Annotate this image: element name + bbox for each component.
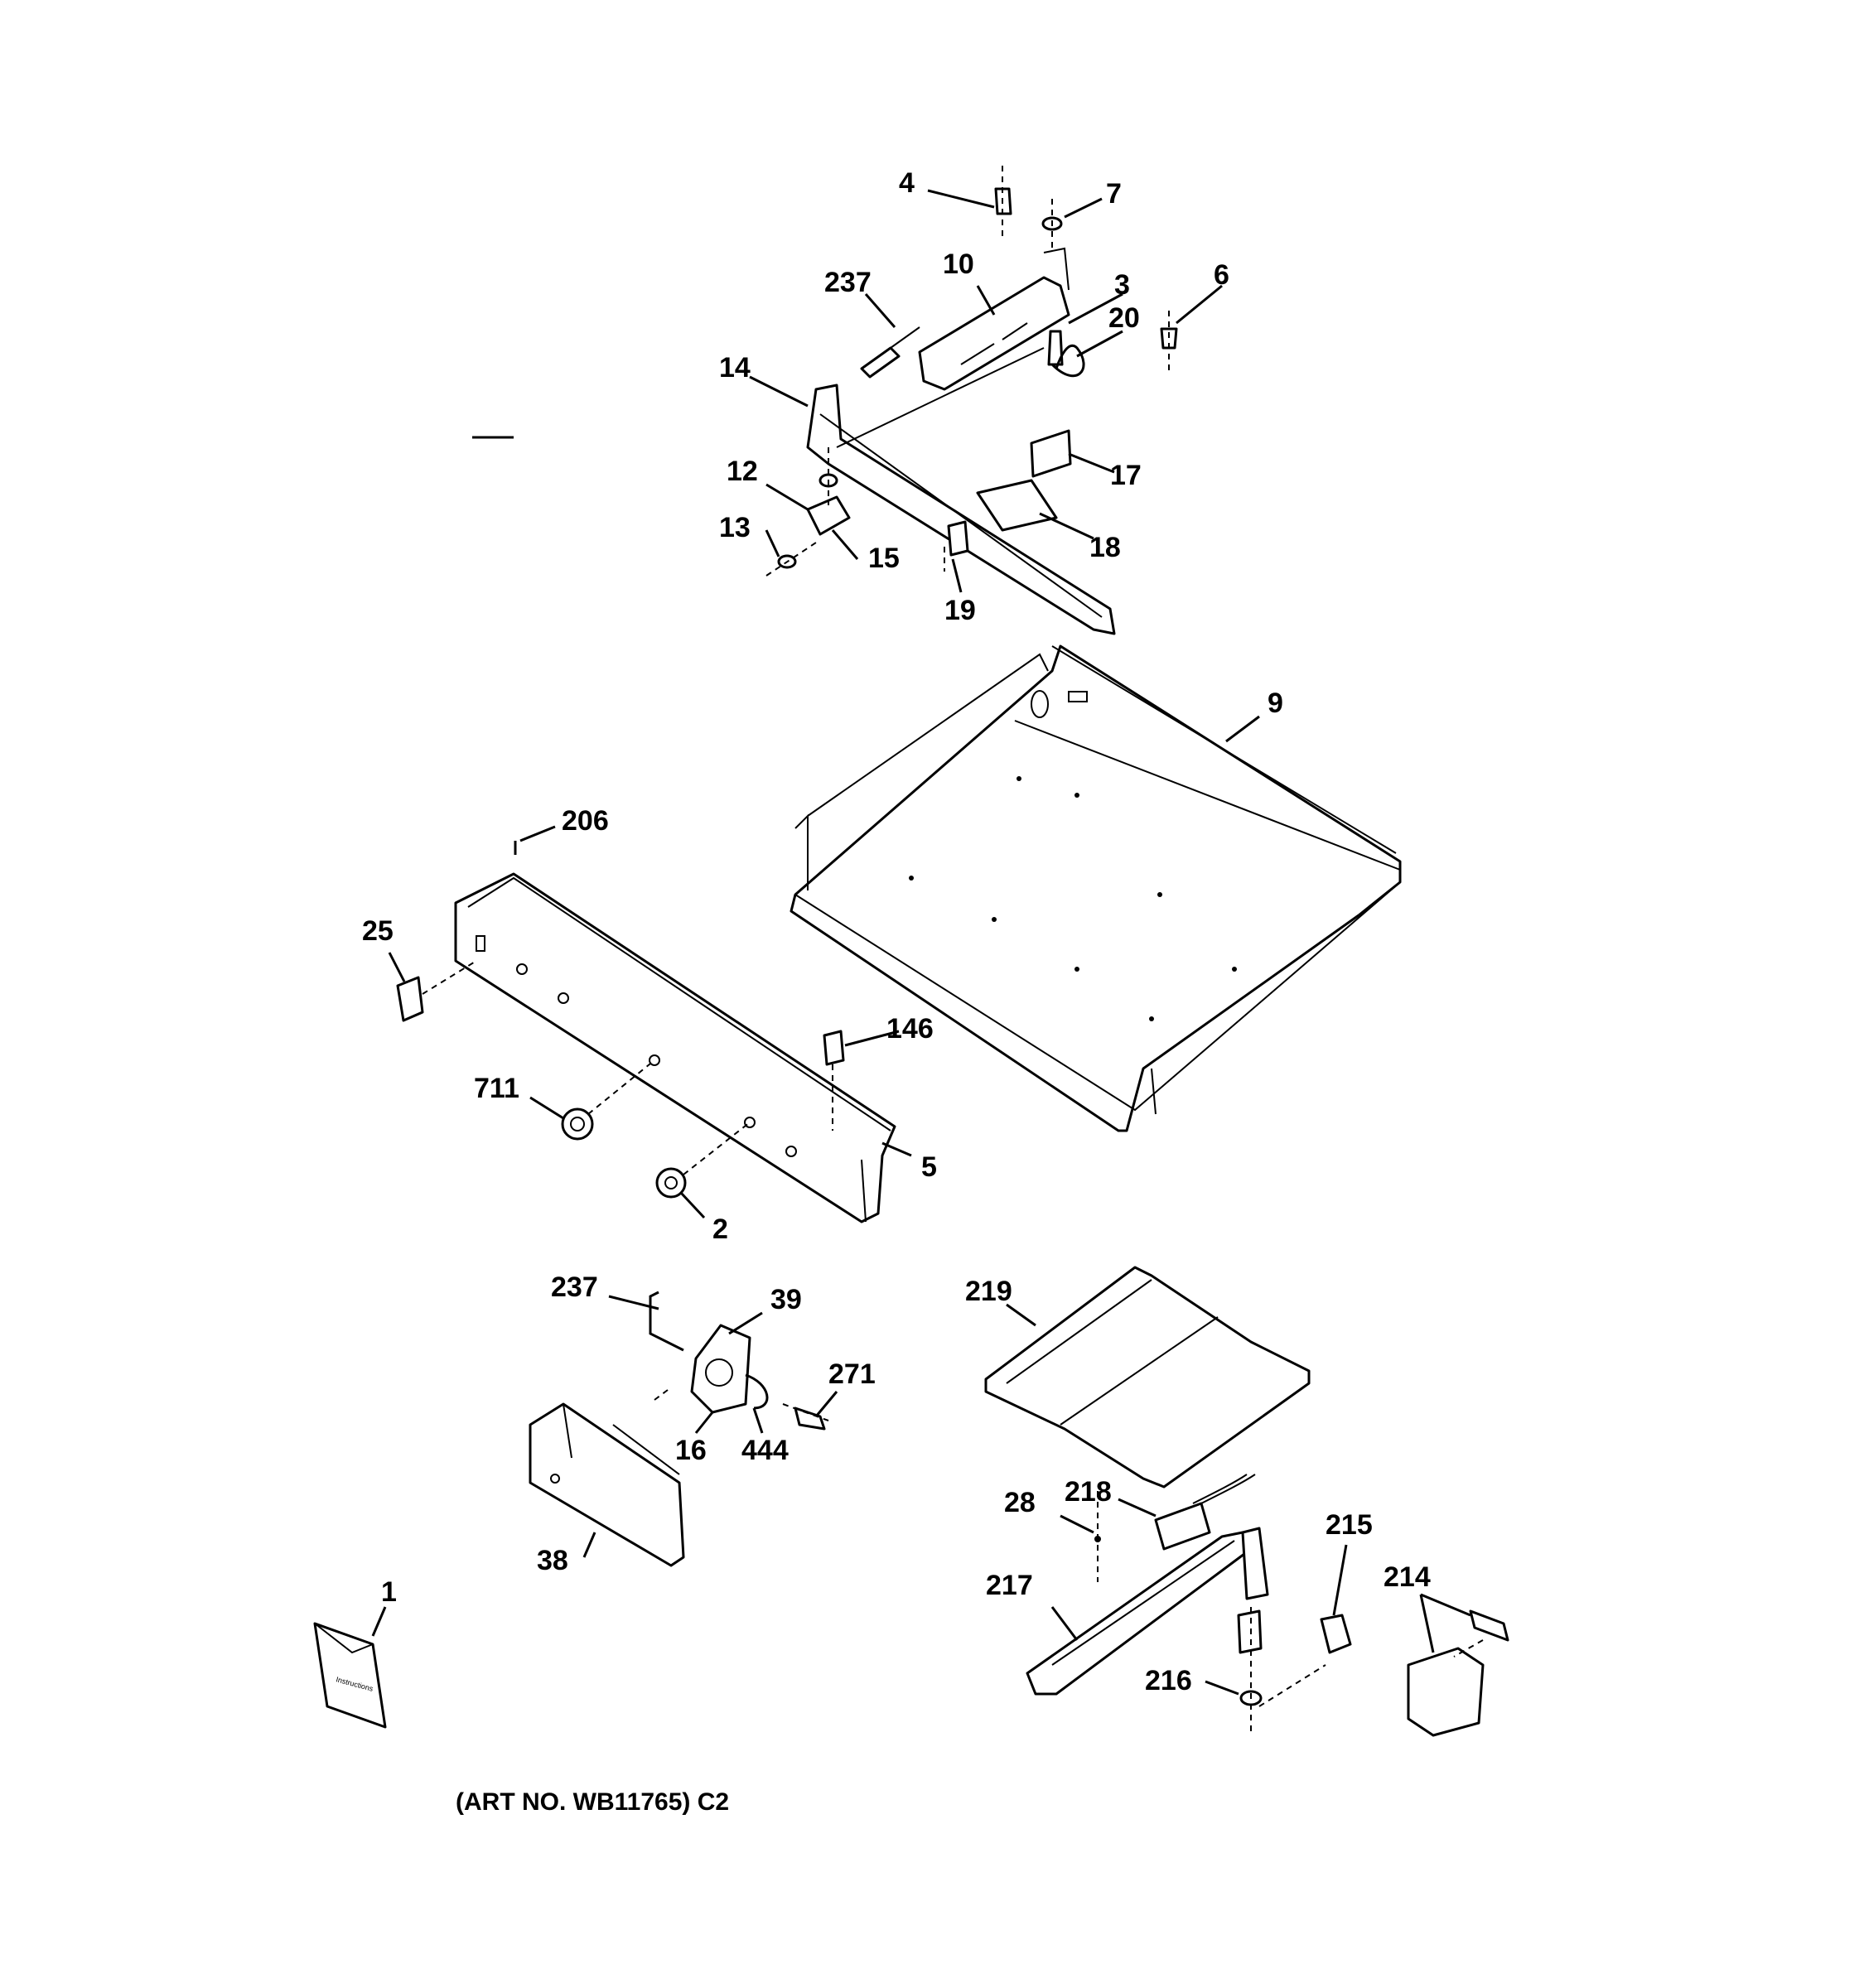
cooktop-tray: [790, 644, 1402, 1132]
burner-elbow: [1241, 1527, 1269, 1600]
callout-12: 12: [727, 456, 758, 487]
callout-711: 711: [474, 1073, 519, 1104]
regulator-fitting: [794, 1407, 826, 1431]
callout-4: 4: [899, 167, 915, 199]
panel-clip: [823, 1030, 845, 1066]
callout-237-top: 237: [824, 267, 872, 298]
callout-25: 25: [362, 915, 394, 947]
control-knob: [561, 1107, 594, 1141]
broil-burner-tube: [1026, 1531, 1253, 1696]
callout-6: 6: [1214, 259, 1229, 291]
panel-body: [454, 872, 896, 1223]
callout-5: 5: [921, 1151, 937, 1183]
clip: [947, 520, 969, 557]
callout-38: 38: [537, 1545, 568, 1576]
igniter-block: [1154, 1502, 1211, 1551]
valve-clip: [1469, 1609, 1509, 1642]
callout-2: 2: [712, 1214, 728, 1245]
callout-217: 217: [986, 1570, 1033, 1601]
callout-9: 9: [1268, 688, 1283, 719]
callout-444: 444: [741, 1435, 789, 1466]
callout-19: 19: [944, 595, 976, 626]
oven-valve-group: [529, 1291, 829, 1567]
callout-18: 18: [1089, 532, 1121, 563]
envelope: [313, 1622, 387, 1729]
callout-1: 1: [381, 1576, 397, 1608]
valve-shield: [529, 1402, 685, 1567]
broiler-burner-group: [984, 1266, 1509, 1737]
instruction-envelope: Instructions: [313, 1622, 387, 1729]
capillary-tube: [745, 1373, 769, 1410]
burner-pan: [918, 276, 1070, 391]
callout-214: 214: [1384, 1561, 1431, 1593]
callout-17: 17: [1110, 460, 1142, 491]
callout-39: 39: [770, 1284, 802, 1315]
valve: [806, 495, 851, 536]
callout-3: 3: [1114, 269, 1130, 301]
callout-7: 7: [1106, 178, 1122, 210]
callout-14: 14: [719, 352, 751, 384]
callout-215: 215: [1326, 1509, 1373, 1541]
burner-knob: [655, 1167, 687, 1199]
callout-16: 16: [675, 1435, 707, 1466]
art-number: (ART NO. WB11765) C2: [456, 1788, 729, 1816]
spud: [1237, 1609, 1263, 1654]
callout-13: 13: [719, 512, 751, 543]
ignitor-side: [1160, 327, 1178, 350]
burner-switch: [1030, 429, 1072, 478]
callout-labels: 4 7 10 237 3 20 6 14 17 12 18 13 15 19 9…: [362, 167, 1431, 1816]
leader-lines: [371, 189, 1471, 1696]
callout-20: 20: [1108, 302, 1140, 334]
safety-valve: [1407, 1647, 1485, 1737]
orifice-fitting: [860, 346, 901, 379]
callout-216: 216: [1145, 1665, 1192, 1696]
burner-manifold-assembly: [765, 166, 1178, 635]
callout-146: 146: [886, 1013, 934, 1045]
callout-15: 15: [868, 543, 900, 574]
electrode: [1047, 330, 1064, 366]
thermostat-valve: [690, 1324, 751, 1414]
callout-237-bottom: 237: [551, 1271, 598, 1303]
callout-219: 219: [965, 1276, 1012, 1307]
callout-28: 28: [1004, 1487, 1036, 1518]
callout-218: 218: [1065, 1476, 1112, 1508]
callout-206: 206: [562, 805, 609, 837]
tray-body: [790, 644, 1402, 1132]
spark-wire: [1050, 345, 1085, 378]
callout-271: 271: [828, 1358, 876, 1390]
light-switch: [396, 976, 424, 1022]
callout-10: 10: [943, 248, 974, 280]
switch-bracket: [976, 479, 1058, 532]
gas-pipe: [649, 1291, 684, 1352]
control-panel: [396, 841, 896, 1223]
heat-shield: [984, 1266, 1311, 1489]
burner-bracket: [1320, 1614, 1352, 1654]
